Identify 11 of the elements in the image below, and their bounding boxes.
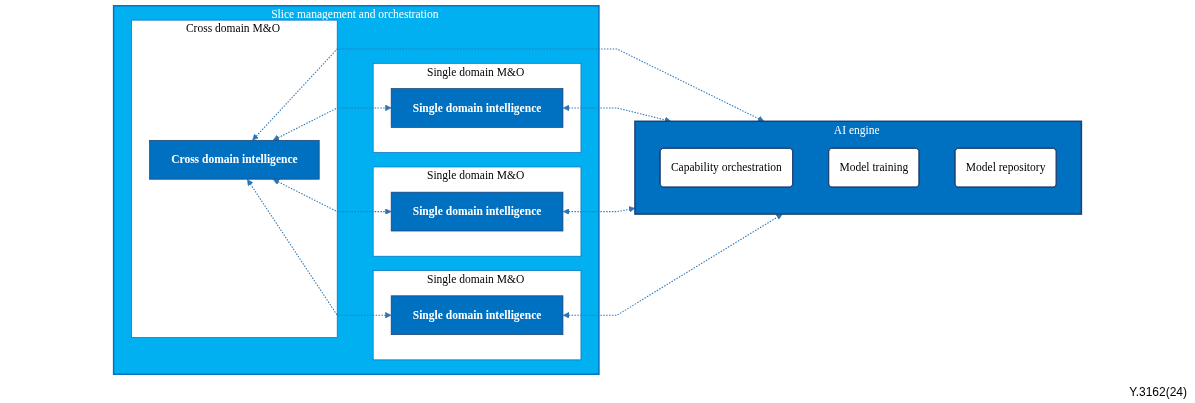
- arrow: [247, 179, 392, 319]
- node-box: Single domain intelligence: [390, 295, 564, 336]
- arrow: [272, 104, 392, 141]
- node-box: Single domain intelligence: [390, 191, 564, 232]
- arrow: [562, 104, 671, 123]
- arrow: [562, 213, 783, 319]
- arrow: [272, 179, 392, 215]
- figure-number: Y.3162(24): [1129, 385, 1187, 399]
- node-box: Single domain intelligence: [390, 88, 564, 128]
- node-box: Cross domain intelligence: [149, 140, 320, 180]
- arrow: [252, 48, 765, 141]
